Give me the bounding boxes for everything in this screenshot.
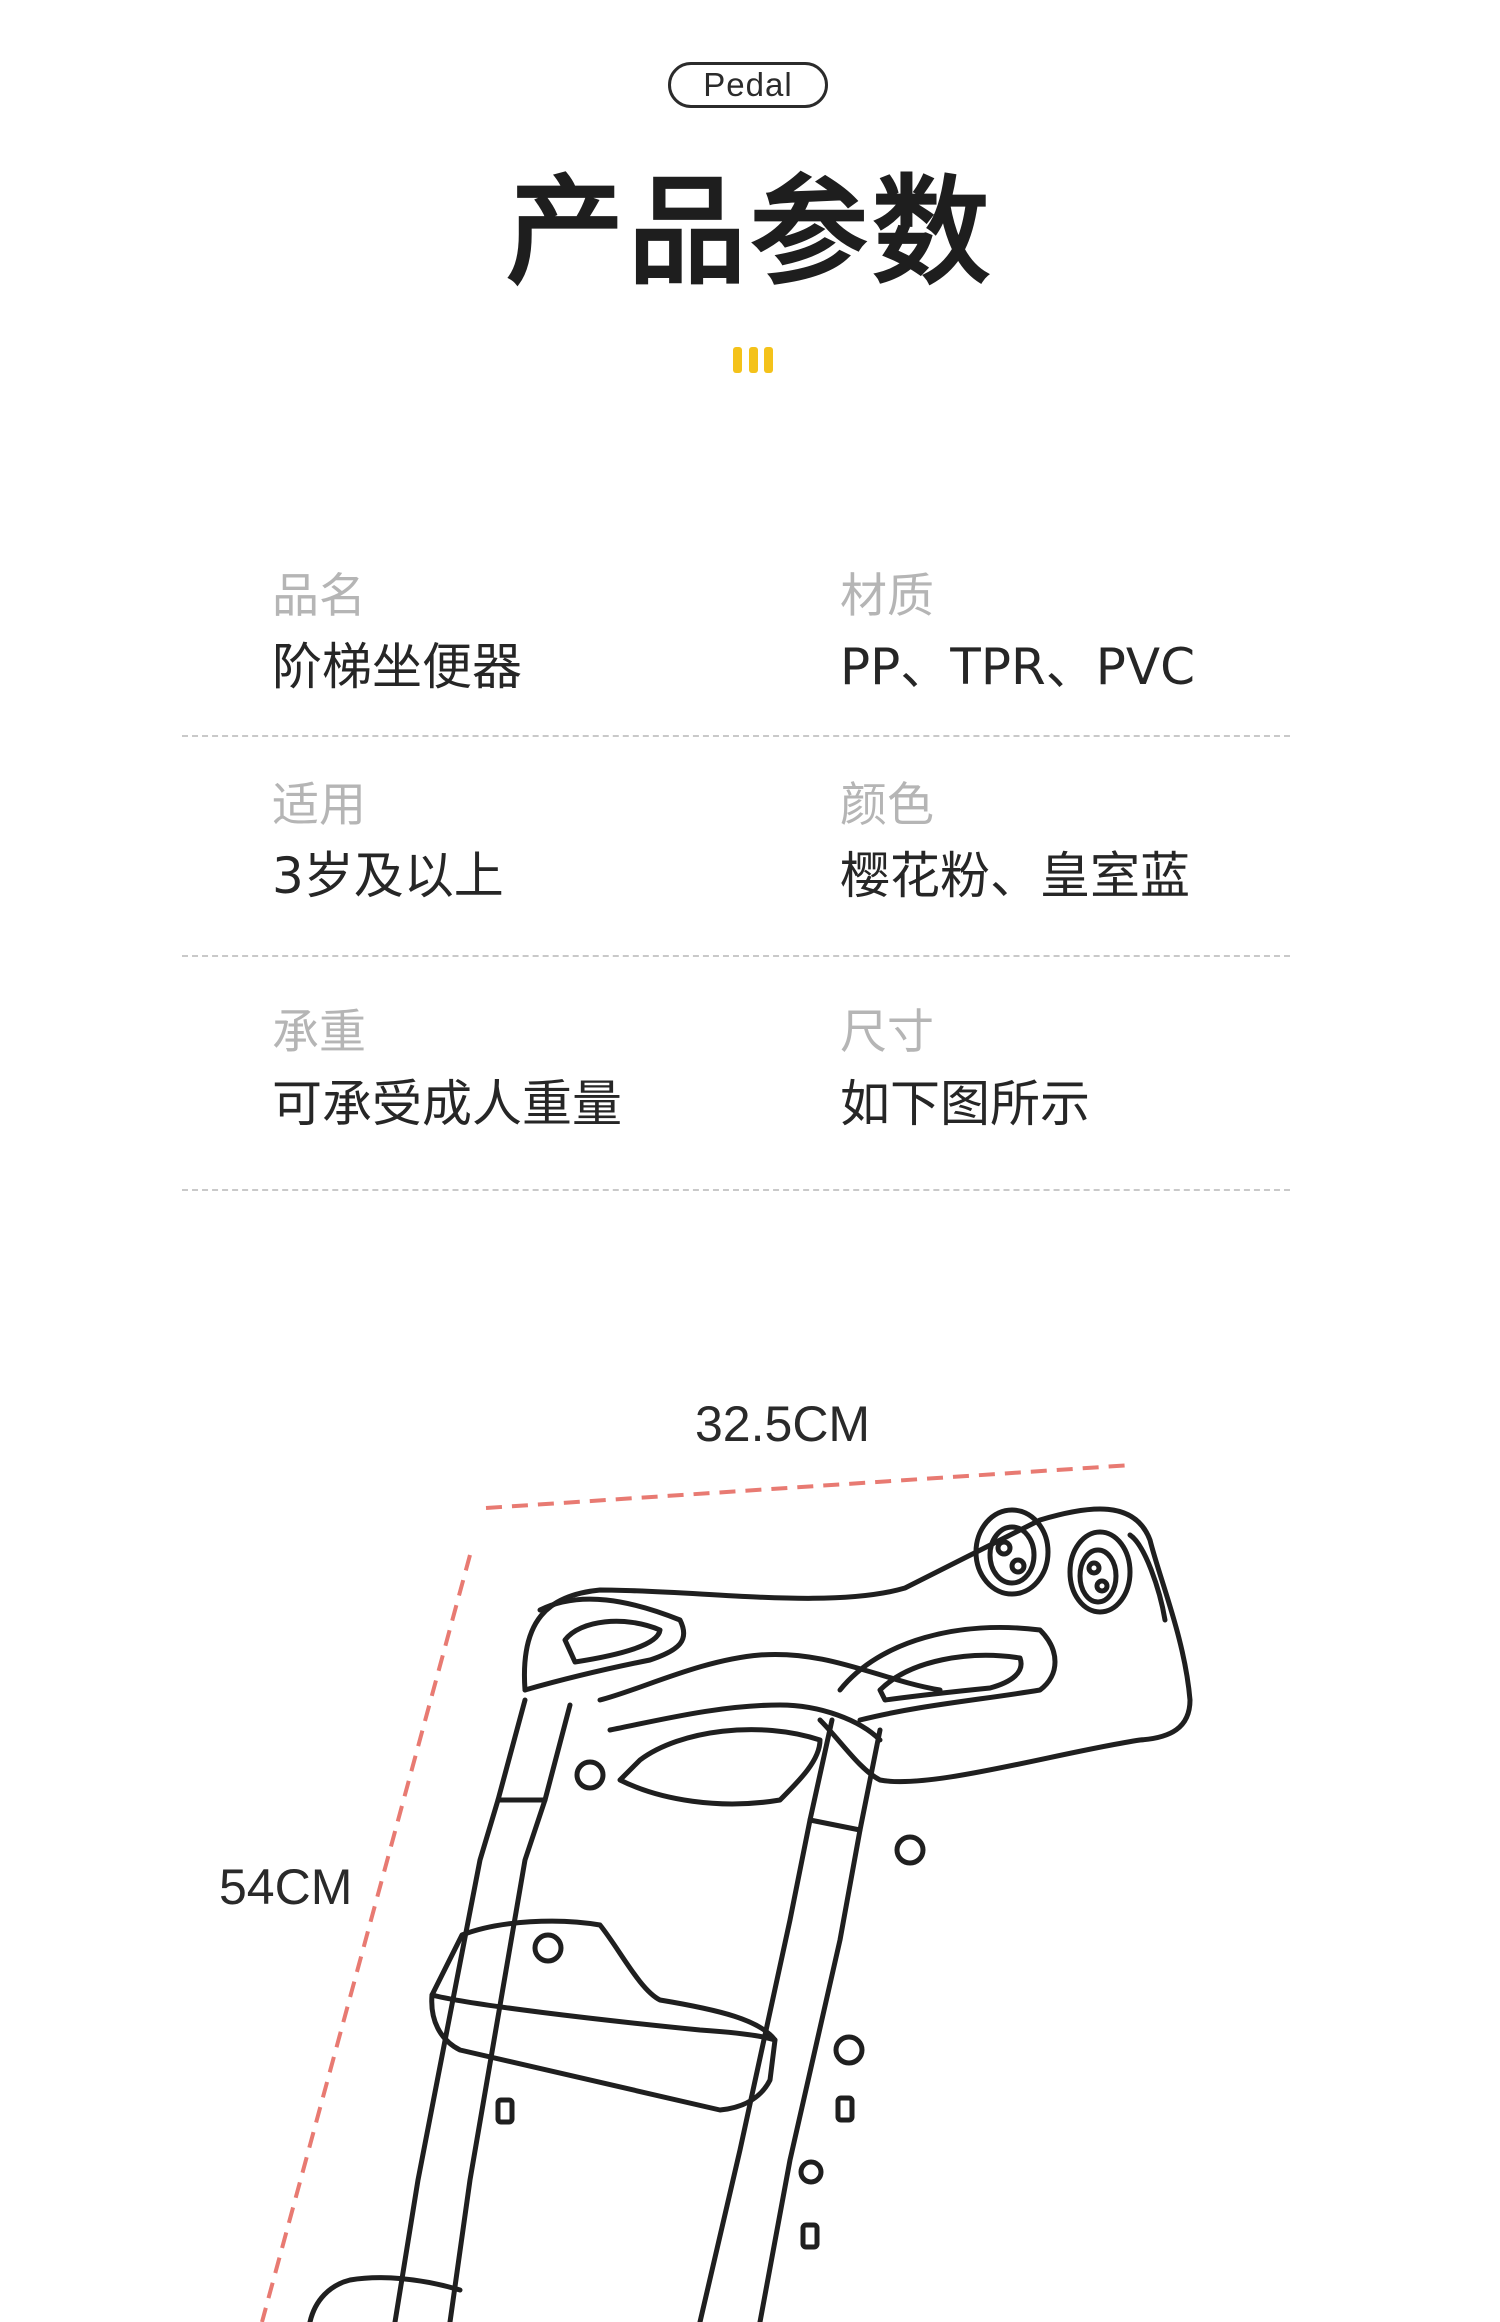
spec-label-age: 适用 bbox=[272, 778, 366, 833]
divider bbox=[182, 1189, 1290, 1191]
accent-bars-icon bbox=[733, 347, 773, 373]
brand-name: Pedal bbox=[703, 66, 793, 103]
brand-logo: Pedal bbox=[668, 62, 828, 108]
spec-value-product-name: 阶梯坐便器 bbox=[272, 638, 522, 696]
width-dimension-label: 32.5CM bbox=[695, 1396, 871, 1452]
spec-label-size: 尺寸 bbox=[840, 1005, 934, 1060]
width-dimension-line bbox=[485, 1463, 1133, 1510]
spec-label-material: 材质 bbox=[840, 569, 934, 624]
page-title: 产品参数 bbox=[505, 163, 994, 301]
spec-value-load: 可承受成人重量 bbox=[272, 1075, 622, 1133]
potty-ladder-illustration bbox=[260, 1463, 1193, 2322]
spec-value-color: 樱花粉、皇室蓝 bbox=[840, 847, 1190, 905]
spec-value-size: 如下图所示 bbox=[840, 1075, 1090, 1133]
spec-value-material: PP、TPR、PVC bbox=[840, 638, 1196, 696]
divider bbox=[182, 735, 1290, 737]
divider bbox=[182, 955, 1290, 957]
spec-label-color: 颜色 bbox=[840, 778, 934, 833]
spec-value-age: 3岁及以上 bbox=[272, 847, 504, 905]
height-dimension-label: 54CM bbox=[219, 1859, 353, 1915]
height-dimension-line bbox=[260, 1554, 472, 2322]
spec-label-load: 承重 bbox=[272, 1005, 366, 1060]
spec-label-product-name: 品名 bbox=[272, 569, 366, 624]
ladder-seat-icon bbox=[307, 1506, 1193, 2322]
